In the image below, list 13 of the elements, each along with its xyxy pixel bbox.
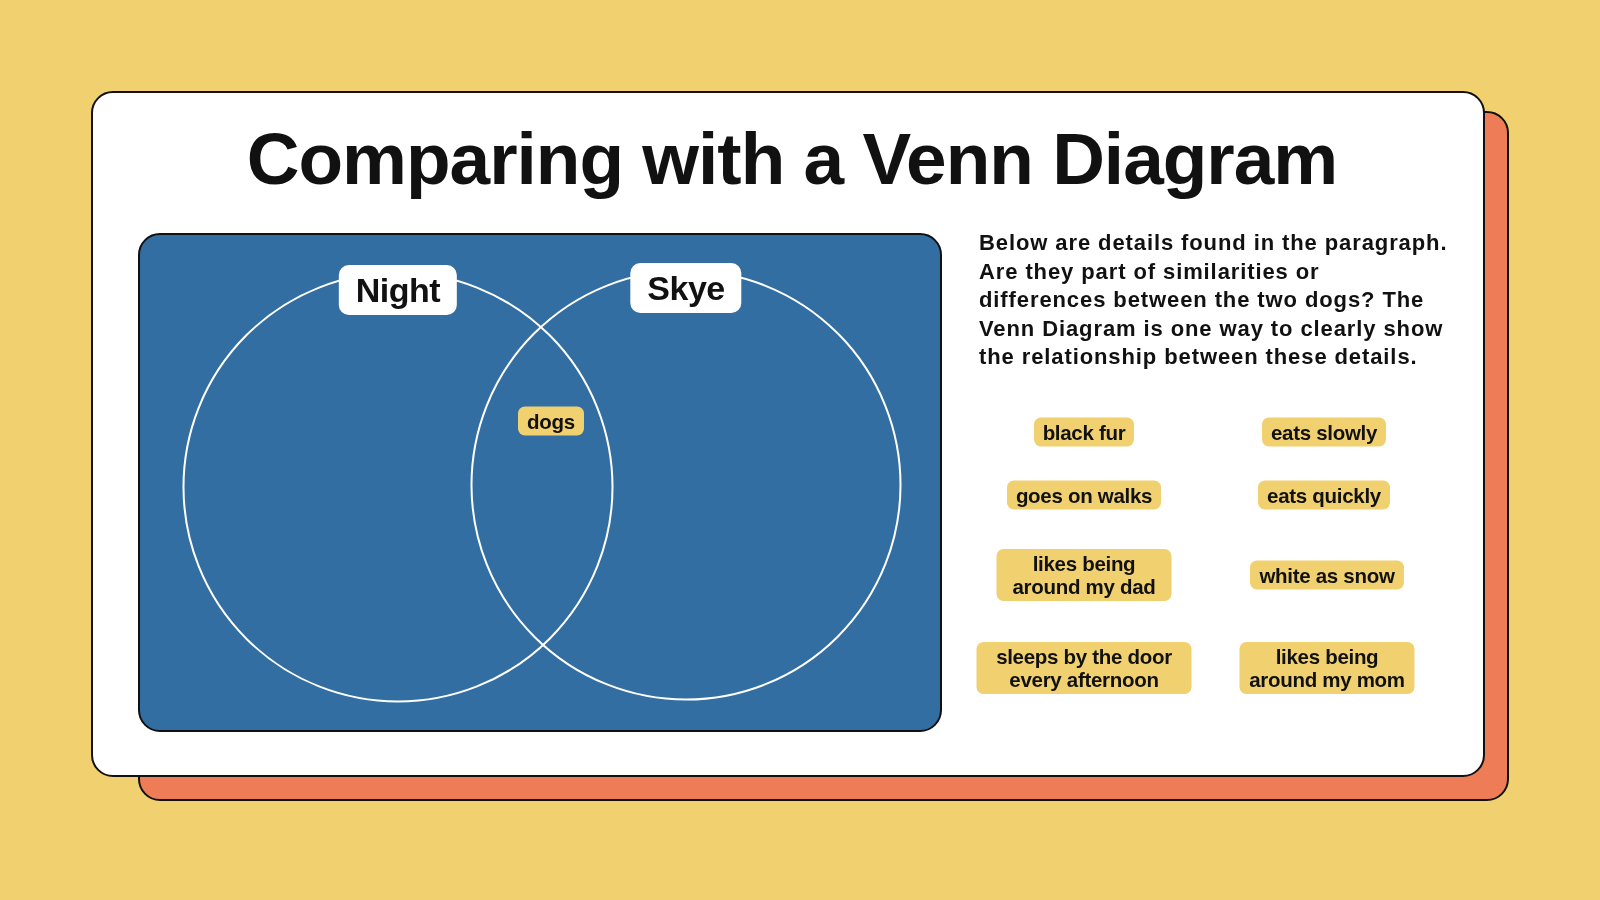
detail-tag: white as snow: [1250, 560, 1404, 590]
circle-title: Skye: [630, 263, 742, 313]
detail-tag: dogs: [518, 406, 584, 436]
detail-tag: black fur: [1033, 417, 1135, 447]
circle-title: Night: [338, 265, 458, 315]
detail-tag: eats slowly: [1261, 417, 1387, 447]
detail-tag: likes being around my dad: [996, 549, 1172, 601]
detail-tag: eats quickly: [1258, 480, 1390, 510]
title: Comparing with a Venn Diagram: [246, 118, 1338, 200]
detail-tag: goes on walks: [1006, 480, 1162, 510]
instructions-text: Below are details found in the paragraph. Are they part of similarities or differences between the two dogs? The Venn Diagram is one way to clearly show the relationship between these details.: [979, 229, 1449, 371]
detail-tag: sleeps by the door every afternoon: [976, 642, 1192, 694]
detail-tag: likes being around my mom: [1239, 642, 1415, 694]
